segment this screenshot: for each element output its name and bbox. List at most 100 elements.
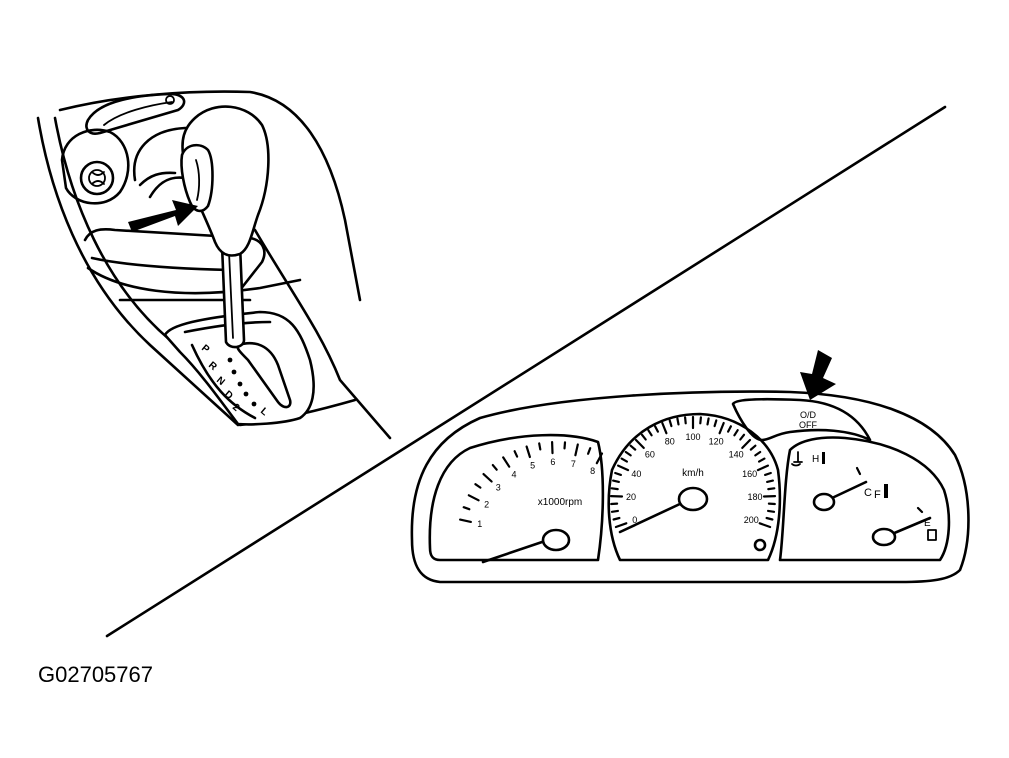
gear-label-2: 2 [230,402,242,414]
speedometer-tick [616,464,630,472]
tachometer-label: 5 [530,461,535,471]
speedometer-tick [624,450,632,457]
tachometer-hub [541,528,571,552]
speedometer-pod [607,412,782,562]
tachometer-tick [525,445,532,459]
speedometer-tick [713,419,718,428]
figure-id: G02705767 [38,662,153,687]
speedometer-tick [741,438,752,449]
od-off-label-od: O/D [800,410,817,420]
speedometer-needle [618,501,684,534]
speedometer-tick [706,417,710,426]
speedometer-tick [629,444,637,451]
speedometer-tick [610,487,619,491]
speedometer-tick [614,522,628,529]
tachometer-tick [574,443,579,457]
speedometer-tick [614,471,623,476]
speedometer-tick [749,444,757,451]
od-off-arrow-icon [800,350,836,400]
speedometer-tick [763,471,772,476]
speedometer-label: 180 [747,492,762,502]
tachometer-label: 4 [511,469,516,479]
speedometer-tick [765,479,775,483]
speedometer-tick [726,425,733,433]
speedometer-label: 100 [685,432,700,442]
speedometer-scale [609,415,777,529]
speedometer-tick [647,429,653,437]
speedometer-label: 0 [632,515,637,525]
fuel-label-e: E [924,518,931,529]
speedometer-label: 200 [744,515,759,525]
speedometer-label: 60 [645,449,655,459]
tachometer-tick [462,506,471,511]
speedometer-tick [610,509,620,513]
tachometer-tick [538,442,542,451]
speedometer-tick [733,429,739,437]
speedometer-hub [677,486,709,512]
tachometer-tick [563,441,567,450]
tachometer-tick [513,450,519,458]
speedometer-label: 80 [665,437,675,447]
gear-label-l: L [258,406,270,418]
tachometer-label: 2 [484,499,489,509]
speedometer-tick [718,421,725,435]
speedometer-tick [766,509,776,513]
tachometer-tick [467,494,480,502]
temp-label-h: H [812,454,819,465]
speedometer-label: 120 [709,437,724,447]
tachometer-tick [474,483,482,489]
speedometer-tick [756,464,770,472]
speedometer-tick [765,516,774,521]
speedometer-tick [612,516,621,521]
tachometer-tick [595,452,604,465]
tachometer-needle [481,538,550,564]
speedometer-label: 40 [631,469,641,479]
speedometer-tick [683,416,687,425]
divider-line [105,105,947,638]
trip-reset-knob [753,538,767,552]
speedometer-labels: 0 20 40 60 80 100 120 140 160 180 200 [626,432,763,525]
tachometer-tick [502,456,511,468]
speedometer-label: 160 [742,469,757,479]
tachometer-label: 7 [571,459,576,469]
speedometer-label: 20 [626,492,636,502]
speedometer-tick [634,438,645,449]
tachometer-pod [428,433,605,562]
aux-gauge-pod [778,436,951,562]
speedometer-tick [653,425,660,433]
od-off-label-off: OFF [799,420,817,430]
tachometer-tick [459,518,472,524]
speedometer-tick [739,433,746,441]
speedometer-unit: km/h [682,468,704,479]
speedometer-tick [757,457,766,463]
tachometer-tick [491,464,498,471]
temp-icon [791,451,803,467]
speedometer-tick [767,487,776,491]
speedometer-tick [611,479,621,483]
tachometer-scale [459,441,604,524]
speedometer-tick [620,457,629,463]
tachometer-tick [482,473,493,483]
speedometer-tick [640,433,647,441]
tachometer-label: 1 [477,519,482,529]
tachometer-tick [586,447,592,455]
speedometer-tick [661,421,668,435]
shift-release-button [180,143,214,213]
speedometer-tick [699,416,703,425]
fuel-pump-icon [927,529,937,541]
speedometer-tick [668,419,673,428]
shifter-console: P R N D 2 L [36,90,392,440]
fuel-gauge: F E [871,484,937,547]
speedometer-tick [758,522,772,529]
temp-gauge: H C [791,451,872,512]
temp-label-c: C [864,487,872,499]
tachometer-label: 3 [496,483,501,493]
tachometer-unit: x1000rpm [538,497,582,508]
fuel-label-f: F [874,489,881,501]
tachometer-label: 8 [590,466,595,476]
speedometer-label: 140 [729,449,744,459]
tachometer-label: 6 [550,457,555,467]
